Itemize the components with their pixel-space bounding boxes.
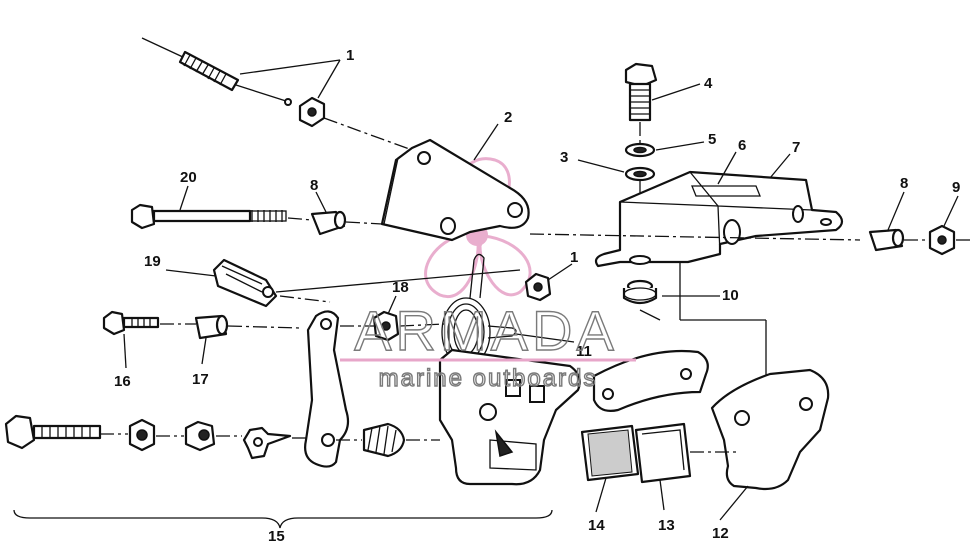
part-17-sleeve xyxy=(194,314,229,340)
callout-12: 12 xyxy=(712,525,729,542)
leader-lines xyxy=(123,59,959,521)
callout-labels: 1 2 3 4 5 6 7 8 8 9 10 1 11 12 13 14 15 … xyxy=(114,47,960,544)
callout-9: 9 xyxy=(952,179,960,196)
watermark-tagline: marine outboards xyxy=(379,365,598,392)
part-19-cable-clamp xyxy=(212,258,278,308)
part-15-bolt-assembly xyxy=(4,414,102,450)
part-15-worm-gear xyxy=(362,422,406,458)
part-8-spacer-right xyxy=(868,228,905,252)
part-18-nut xyxy=(372,310,400,342)
callout-8-right: 8 xyxy=(900,175,908,192)
part-15-lock-washer xyxy=(242,426,292,460)
callout-15: 15 xyxy=(268,528,285,544)
part-1-nut-upper xyxy=(298,96,326,128)
part-lever xyxy=(304,310,350,468)
part-14-friction-pad xyxy=(580,424,640,482)
part-20-long-bolt xyxy=(130,203,287,230)
part-2-bracket-arm xyxy=(380,138,530,242)
callout-14: 14 xyxy=(588,517,605,534)
part-1-cable xyxy=(141,37,292,106)
part-5-washer xyxy=(624,142,656,158)
callout-20: 20 xyxy=(180,169,197,186)
part-9-nut xyxy=(928,224,956,256)
callout-6: 6 xyxy=(738,137,746,154)
part-7-mounting-bracket xyxy=(594,170,844,268)
callout-18: 18 xyxy=(392,279,409,296)
part-mount-plate xyxy=(438,348,581,486)
part-16-bolt xyxy=(102,310,160,336)
callout-17: 17 xyxy=(192,371,209,388)
part-8-spacer-left xyxy=(310,210,347,236)
callout-11: 11 xyxy=(576,343,592,360)
callout-13: 13 xyxy=(658,517,675,534)
part-10-bushing xyxy=(622,279,658,305)
callout-8-left: 8 xyxy=(310,177,318,194)
callout-2: 2 xyxy=(504,109,512,126)
callout-1-lower: 1 xyxy=(570,249,578,266)
callout-3: 3 xyxy=(560,149,568,166)
callout-19: 19 xyxy=(144,253,161,270)
callout-4: 4 xyxy=(704,75,713,92)
part-4-bolt xyxy=(624,62,658,122)
part-13-plate xyxy=(634,422,692,484)
callout-10: 10 xyxy=(722,287,739,304)
callout-1-upper: 1 xyxy=(346,47,354,64)
callout-7: 7 xyxy=(792,139,800,156)
callout-5: 5 xyxy=(708,131,716,148)
part-curved-plate xyxy=(592,349,709,412)
part-15-group-brace xyxy=(13,509,553,529)
watermark-brand: ARMADA xyxy=(354,299,618,362)
part-12-bracket-plate xyxy=(710,368,830,491)
part-1-nut-lower xyxy=(524,272,552,302)
part-3-washer xyxy=(624,166,656,182)
part-15-flange-nut xyxy=(128,418,156,452)
callout-16: 16 xyxy=(114,373,131,390)
part-15-hex-nut xyxy=(184,420,216,452)
